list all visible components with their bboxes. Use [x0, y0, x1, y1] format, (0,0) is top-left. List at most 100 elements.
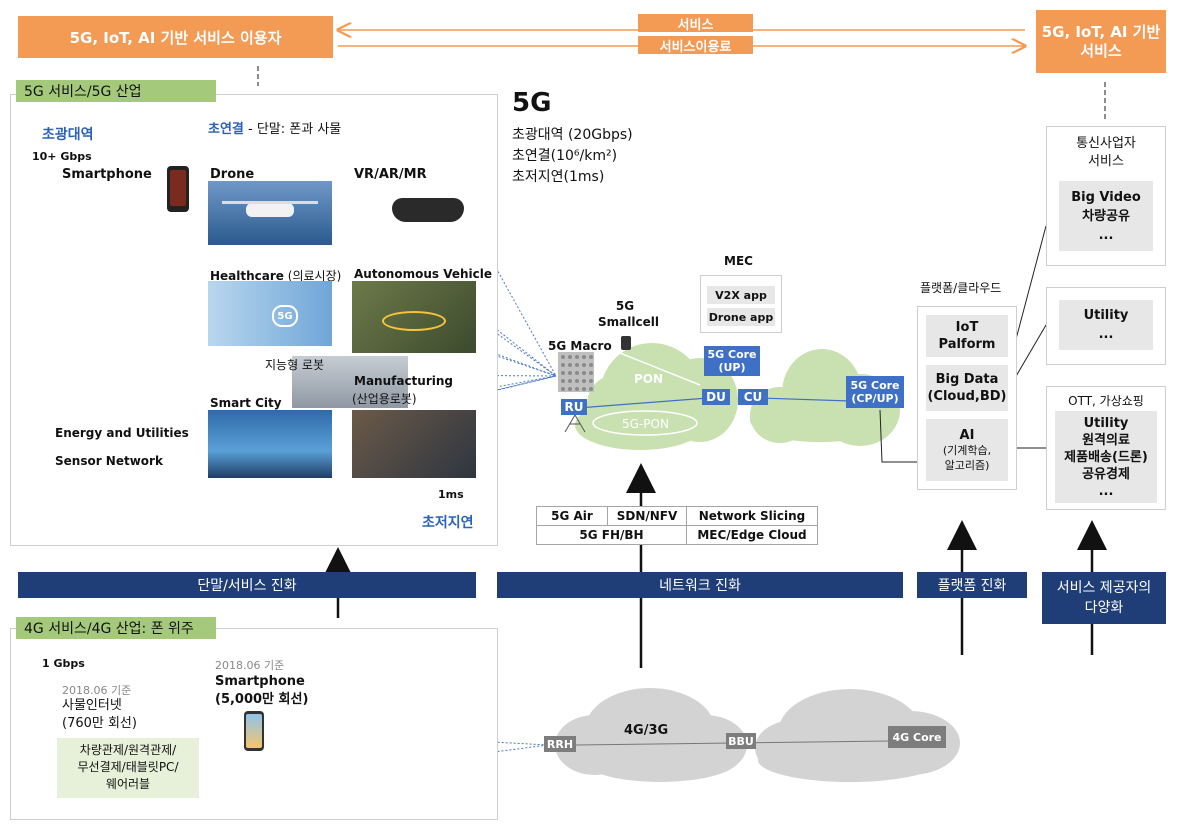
- service-label: 5G, IoT, AI 기반 서비스: [1041, 22, 1161, 60]
- iot-apps-box: 차량관제/원격관제/ 무선결제/태블릿PC/ 웨어러블: [57, 738, 199, 798]
- flow-service-tag: 서비스: [638, 14, 753, 33]
- utility-items: Utility ...: [1059, 300, 1153, 350]
- speed-4g: 1 Gbps: [42, 657, 85, 670]
- tech-cell: SDN/NFV: [607, 506, 687, 526]
- connectivity-label: 초연결: [208, 122, 244, 137]
- healthcare-5g-badge: 5G: [272, 305, 298, 327]
- legacy-cloud-left: [555, 688, 747, 782]
- spec-connectivity: 초연결(10⁶/km²): [512, 148, 618, 164]
- bbu-box: BBU: [726, 733, 756, 749]
- rrh-box: RRH: [544, 736, 576, 752]
- spec-latency: 초저지연(1ms): [512, 169, 605, 185]
- smartphone-lines: Smartphone (5,000만 회선): [215, 674, 309, 707]
- big-data: Big Data (Cloud,BD): [926, 365, 1008, 411]
- healthcare-label: Healthcare (의료시장): [210, 267, 341, 284]
- tech-cell: 5G FH/BH: [536, 525, 687, 545]
- pon-label: PON: [634, 372, 664, 386]
- mec-box: V2X app Drone app: [700, 275, 782, 333]
- smart-city-image: [208, 410, 332, 478]
- vr-headset-icon: [392, 198, 464, 222]
- iphone-icon: [244, 711, 264, 751]
- ru-tower-icon: [564, 414, 586, 433]
- telco-service-box: 통신사업자 서비스 Big Video 차량공유 ...: [1046, 126, 1166, 266]
- ai-box: AI (기계학습, 알고리즘): [926, 419, 1008, 481]
- service-box: 5G, IoT, AI 기반 서비스: [1036, 10, 1166, 73]
- manufacturing-sub: (산업용로봇): [352, 392, 417, 406]
- service-user-label: 5G, IoT, AI 기반 서비스 이용자: [69, 28, 282, 47]
- smallcell-icon: [621, 336, 631, 350]
- macro-antenna-icon: [558, 352, 594, 392]
- healthcare-text: Healthcare: [210, 269, 284, 283]
- speed-5g: 10+ Gbps: [32, 150, 92, 163]
- ai-label: AI: [959, 427, 975, 443]
- manufacturing-image: [352, 410, 476, 478]
- pon5g-label: 5G-PON: [622, 417, 669, 431]
- date-iot: 2018.06 기준: [62, 684, 132, 697]
- energy-label: Energy and Utilities: [55, 426, 189, 440]
- service-user-box: 5G, IoT, AI 기반 서비스 이용자: [18, 16, 333, 58]
- iot-platform: IoT Palform: [926, 315, 1008, 357]
- panel-4g-label: 4G 서비스/4G 산업: 폰 위주: [16, 617, 216, 639]
- cu-box: CU: [738, 389, 768, 405]
- healthcare-sub: (의료시장): [283, 269, 342, 283]
- telco-title: 통신사업자 서비스: [1076, 136, 1136, 169]
- latency-label: 초저지연: [422, 515, 474, 531]
- v2x-app: V2X app: [707, 286, 775, 304]
- drone-app: Drone app: [707, 308, 775, 326]
- ru-box: RU: [561, 399, 587, 415]
- core-cp-box: 5G Core (CP/UP): [846, 376, 904, 408]
- panel-5g-label: 5G 서비스/5G 산업: [16, 80, 216, 102]
- tech-table: 5G Air SDN/NFV Network Slicing 5G FH/BH …: [536, 506, 818, 545]
- smallcell-label: 5G Smallcell: [598, 299, 659, 329]
- provider-evolution-bar: 서비스 제공자의 다양화: [1042, 572, 1166, 624]
- ott-items: Utility 원격의료 제품배송(드론) 공유경제 ...: [1055, 411, 1157, 503]
- autonomous-label: Autonomous Vehicle: [354, 267, 492, 281]
- connectivity: 초연결 - 단말: 폰과 사물: [208, 118, 341, 137]
- platform-box: IoT Palform Big Data (Cloud,BD) AI (기계학습…: [917, 306, 1017, 490]
- platform-evolution-bar: 플랫폼 진화: [917, 572, 1027, 598]
- smart-city-label: Smart City: [210, 396, 282, 410]
- iot-lines: 사물인터넷 (760만 회선): [62, 698, 137, 731]
- flow-fee-text: 서비스이용료: [659, 39, 732, 55]
- tech-cell: MEC/Edge Cloud: [686, 525, 818, 545]
- macro-label: 5G Macro: [548, 339, 612, 353]
- sensor-label: Sensor Network: [55, 454, 163, 468]
- platform-title: 플랫폼/클라우드: [920, 281, 1002, 295]
- legacy-cloud-right: [755, 689, 960, 782]
- drone-image: [208, 181, 332, 245]
- ott-service-box: OTT, 가상쇼핑 Utility 원격의료 제품배송(드론) 공유경제 ...: [1046, 386, 1166, 510]
- flow-fee-tag: 서비스이용료: [638, 36, 753, 55]
- mec-title: MEC: [724, 254, 753, 268]
- drone-label: Drone: [210, 167, 255, 182]
- tech-row-2: 5G FH/BH MEC/Edge Cloud: [536, 525, 818, 545]
- flow-service-text: 서비스: [677, 17, 714, 33]
- utility-service-box: Utility ...: [1046, 287, 1166, 365]
- date-smartphone: 2018.06 기준: [215, 659, 285, 672]
- legacy-gen-label: 4G/3G: [624, 723, 669, 738]
- core4g-box: 4G Core: [888, 726, 946, 748]
- network-evolution-bar: 네트워크 진화: [497, 572, 903, 598]
- robot-image: [292, 356, 408, 408]
- healthcare-image: 5G: [208, 281, 332, 346]
- robot-label: 지능형 로봇: [265, 358, 325, 372]
- manufacturing-label: Manufacturing: [354, 374, 453, 388]
- vr-label: VR/AR/MR: [354, 167, 427, 182]
- tech-row-1: 5G Air SDN/NFV Network Slicing: [536, 506, 818, 526]
- smartphone-label: Smartphone: [62, 167, 152, 182]
- du-box: DU: [702, 389, 730, 405]
- ott-title: OTT, 가상쇼핑: [1068, 394, 1144, 408]
- autonomous-image: [352, 281, 476, 353]
- core-up-box: 5G Core (UP): [704, 346, 760, 376]
- smartphone-icon: [167, 166, 189, 212]
- telco-items: Big Video 차량공유 ...: [1059, 181, 1153, 251]
- latency-value: 1ms: [438, 488, 464, 501]
- ai-sub: (기계학습, 알고리즘): [942, 443, 992, 472]
- device-evolution-bar: 단말/서비스 진화: [18, 572, 476, 598]
- broadband-label: 초광대역: [42, 127, 94, 143]
- spec-broadband: 초광대역 (20Gbps): [512, 127, 633, 143]
- tech-cell: Network Slicing: [686, 506, 818, 526]
- tech-cell: 5G Air: [536, 506, 608, 526]
- connectivity-desc: - 단말: 폰과 사물: [243, 122, 342, 137]
- spec-title: 5G: [512, 88, 552, 118]
